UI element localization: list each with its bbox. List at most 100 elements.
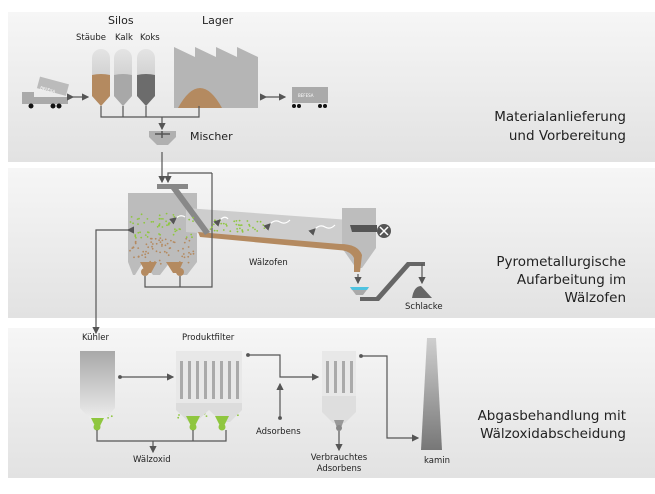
material-particle: [161, 239, 164, 242]
svg-text:Wälzofen: Wälzofen: [565, 290, 626, 306]
zinc-particle: [240, 224, 243, 227]
svg-text:Materialanlieferung: Materialanlieferung: [494, 109, 626, 125]
zinc-particle: [177, 416, 180, 419]
zinc-particle: [267, 225, 270, 228]
zinc-particle: [178, 414, 180, 416]
filter-bag: [204, 361, 207, 399]
zinc-particle: [256, 230, 259, 232]
warehouse-lager: [174, 47, 258, 108]
adsorber-stack-line: [359, 354, 420, 442]
zinc-particle: [263, 227, 266, 230]
zinc-particle: [238, 219, 241, 222]
zinc-particle: [220, 222, 223, 225]
zinc-particle: [172, 233, 175, 236]
zinc-particle: [167, 223, 170, 226]
zinc-particle: [158, 224, 160, 227]
zinc-particle: [137, 223, 139, 226]
zinc-particle: [174, 230, 177, 233]
zinc-particle: [192, 220, 194, 223]
zinc-particle: [107, 417, 109, 419]
material-particle: [144, 256, 147, 259]
material-particle: [188, 239, 191, 242]
section-title-3: Abgasbehandlung mit Wälzoxidabscheidung: [478, 408, 626, 442]
section-title-2: Pyrometallurgische Aufarbeitung im Wälzo…: [496, 254, 626, 306]
zinc-particle: [210, 226, 213, 229]
material-particle: [152, 262, 154, 265]
zinc-particle: [216, 229, 219, 232]
material-particle: [189, 253, 192, 256]
zinc-particle: [213, 229, 216, 232]
silo-kalk: [114, 49, 132, 106]
zinc-particle: [158, 223, 161, 225]
material-particle: [145, 250, 147, 253]
material-particle: [192, 252, 195, 255]
zinc-particle: [129, 221, 132, 223]
filter-bag: [188, 361, 191, 399]
filter-bag: [350, 361, 353, 393]
adsorber: [322, 351, 356, 431]
filter-bag: [326, 361, 329, 393]
svg-text:Adsorbens: Adsorbens: [317, 464, 362, 474]
zinc-particle: [144, 234, 147, 237]
kiln-to-cooler-line: [92, 226, 134, 335]
staeube-label: Stäube: [76, 33, 106, 43]
material-particle: [188, 251, 190, 254]
material-particle: [151, 243, 154, 245]
material-particle: [187, 261, 190, 264]
silos-label: Silos: [108, 14, 134, 27]
section-title-1: Materialanlieferung und Vorbereitung: [494, 109, 626, 144]
material-particle: [173, 241, 176, 244]
zinc-particle: [152, 220, 155, 223]
zinc-particle: [175, 229, 178, 232]
material-particle: [129, 249, 131, 252]
zinc-particle: [248, 223, 251, 226]
dump-truck: BEFESA: [22, 76, 70, 109]
zinc-particle: [209, 228, 212, 231]
material-particle: [182, 247, 184, 250]
zinc-particle: [233, 220, 236, 223]
zinc-particle: [161, 226, 164, 228]
zinc-particle: [236, 228, 239, 230]
rail-wagon: BEFESA: [292, 87, 328, 108]
zinc-particle: [134, 235, 137, 238]
zinc-particle: [140, 236, 143, 239]
filter-bag: [334, 361, 337, 393]
material-particle: [132, 246, 135, 249]
schlacke-label: Schlacke: [405, 302, 443, 312]
filter-bag: [220, 361, 223, 399]
zinc-particle: [185, 236, 188, 239]
material-particle: [159, 237, 162, 240]
material-particle: [178, 261, 181, 263]
zinc-particle: [132, 222, 135, 225]
zinc-particle: [225, 225, 228, 227]
zinc-particle: [146, 218, 149, 220]
zinc-particle: [235, 220, 238, 222]
material-particle: [164, 238, 167, 241]
silo-staeube: [92, 49, 110, 106]
material-particle: [154, 237, 157, 240]
slag-pile: [412, 286, 432, 298]
zinc-particle: [140, 213, 143, 216]
material-particle: [155, 242, 158, 245]
zinc-particle: [212, 223, 215, 226]
material-particle: [155, 250, 158, 253]
material-particle: [187, 246, 190, 248]
material-particle: [161, 245, 163, 247]
filter-bag: [196, 361, 199, 399]
zinc-particle: [135, 236, 137, 239]
zinc-particle: [239, 227, 241, 230]
zinc-particle: [146, 231, 149, 234]
material-particle: [177, 249, 180, 252]
material-particle: [151, 245, 153, 248]
material-particle: [185, 237, 188, 240]
filter-bag: [342, 361, 345, 393]
feed-lines: [100, 106, 200, 131]
zinc-particle: [222, 222, 225, 225]
kiln-loop-lines: [144, 172, 213, 288]
material-particle: [145, 243, 148, 246]
zinc-particle: [256, 220, 259, 223]
zinc-particle: [143, 221, 146, 224]
material-particle: [134, 242, 137, 245]
zinc-particle: [254, 228, 256, 231]
adsorbens-label: Adsorbens: [256, 427, 301, 437]
